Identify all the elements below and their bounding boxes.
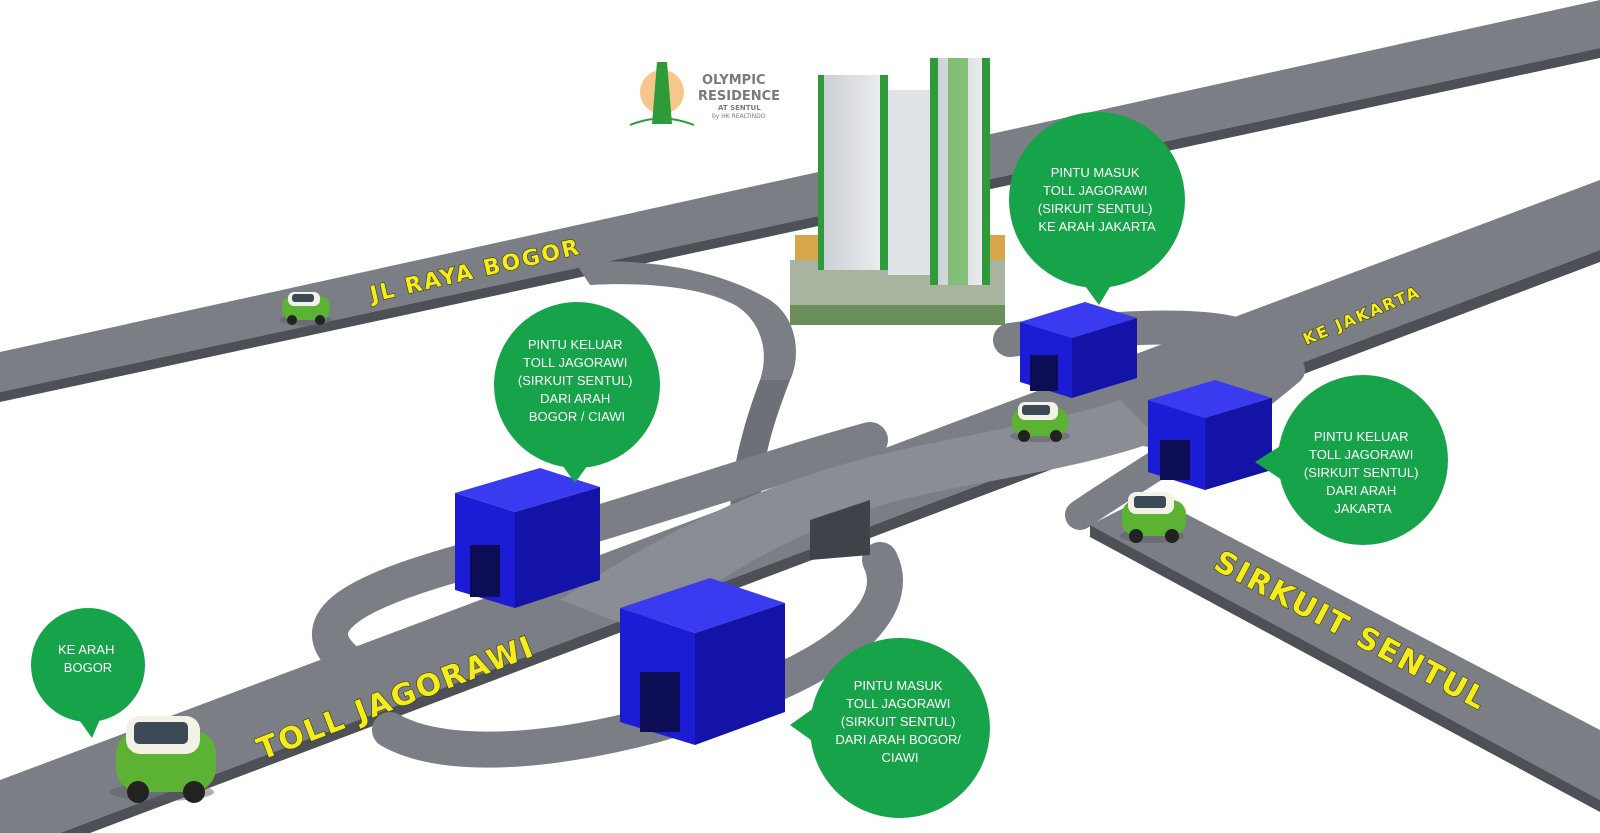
car-sirkuit-sentul	[1120, 492, 1186, 543]
logo-title-line1: OLYMPIC	[702, 73, 766, 88]
callout-pintu-masuk-bogor: PINTU MASUK TOLL JAGORAWI (SIRKUIT SENTU…	[790, 638, 990, 818]
callout-line: BOGOR	[64, 660, 112, 675]
callout-line: PINTU MASUK	[854, 678, 943, 693]
callout-line: DARI ARAH BOGOR/	[835, 732, 961, 747]
callout-line: TOLL JAGORAWI	[1043, 183, 1147, 198]
callout-line: (SIRKUIT SENTUL)	[518, 373, 633, 388]
svg-text:KE ARAH BOGOR: KE ARAH BOGOR	[58, 642, 118, 675]
callout-line: JAKARTA	[1334, 501, 1392, 516]
callout-pintu-keluar-bogor: PINTU KELUAR TOLL JAGORAWI (SIRKUIT SENT…	[494, 302, 660, 483]
callout-line: TOLL JAGORAWI	[846, 696, 950, 711]
callout-line: TOLL JAGORAWI	[1309, 447, 1413, 462]
logo-title-line2: RESIDENCE	[698, 89, 780, 104]
olympic-residence-building	[790, 58, 1005, 325]
toll-gate-jakarta-entry	[1020, 302, 1137, 398]
callout-line: (SIRKUIT SENTUL)	[841, 714, 956, 729]
callout-line: DARI ARAH	[540, 391, 610, 406]
toll-gate-bogor-exit	[455, 468, 600, 608]
car-toll-jagorawi	[110, 716, 216, 803]
label-sirkuit-sentul: SIRKUIT SENTUL	[1208, 544, 1493, 718]
callout-ke-arah-bogor: KE ARAH BOGOR	[31, 608, 145, 738]
callout-pintu-keluar-jakarta: PINTU KELUAR TOLL JAGORAWI (SIRKUIT SENT…	[1255, 375, 1448, 545]
callout-pintu-masuk-jakarta: PINTU MASUK TOLL JAGORAWI (SIRKUIT SENTU…	[1009, 112, 1185, 305]
callout-line: CIAWI	[881, 750, 918, 765]
callout-line: PINTU KELUAR	[528, 337, 623, 352]
car-jl-raya-bogor	[280, 292, 332, 326]
svg-text:PINTU KELUAR TOLL JAGORA: PINTU KELUAR TOLL JAGORAWI (SIRKUIT SENT…	[518, 337, 636, 424]
callout-line: PINTU KELUAR	[1314, 429, 1409, 444]
callout-line: KE ARAH	[58, 642, 114, 657]
callout-line: PINTU MASUK	[1051, 165, 1140, 180]
svg-text:PINTU MASUK TOLL JAGORAW: PINTU MASUK TOLL JAGORAWI (SIRKUIT SENTU…	[835, 678, 964, 765]
olympic-residence-logo: OLYMPIC RESIDENCE AT SENTUL by HK REALTI…	[629, 62, 780, 126]
logo-by: by HK REALTINDO	[712, 113, 766, 120]
logo-subtitle: AT SENTUL	[718, 104, 761, 112]
road-sirkuit-sentul	[1090, 495, 1600, 812]
callout-line: (SIRKUIT SENTUL)	[1304, 465, 1419, 480]
svg-text:PINTU MASUK TOLL JAGORAW: PINTU MASUK TOLL JAGORAWI (SIRKUIT SENTU…	[1038, 165, 1156, 234]
callout-line: TOLL JAGORAWI	[523, 355, 627, 370]
toll-gate-jakarta-exit	[1148, 380, 1272, 490]
callout-line: KE ARAH JAKARTA	[1038, 219, 1156, 234]
callout-line: DARI ARAH	[1326, 483, 1396, 498]
road-jl-raya-bogor	[0, 0, 1600, 402]
callout-line: (SIRKUIT SENTUL)	[1038, 201, 1153, 216]
overpass-bridge	[560, 400, 1160, 630]
callout-line: BOGOR / CIAWI	[529, 409, 625, 424]
toll-gate-bogor-entry	[620, 578, 785, 745]
svg-text:PINTU KELUAR TOLL JAGORA: PINTU KELUAR TOLL JAGORAWI (SIRKUIT SENT…	[1304, 429, 1422, 516]
car-jakarta-gate	[1010, 402, 1070, 442]
